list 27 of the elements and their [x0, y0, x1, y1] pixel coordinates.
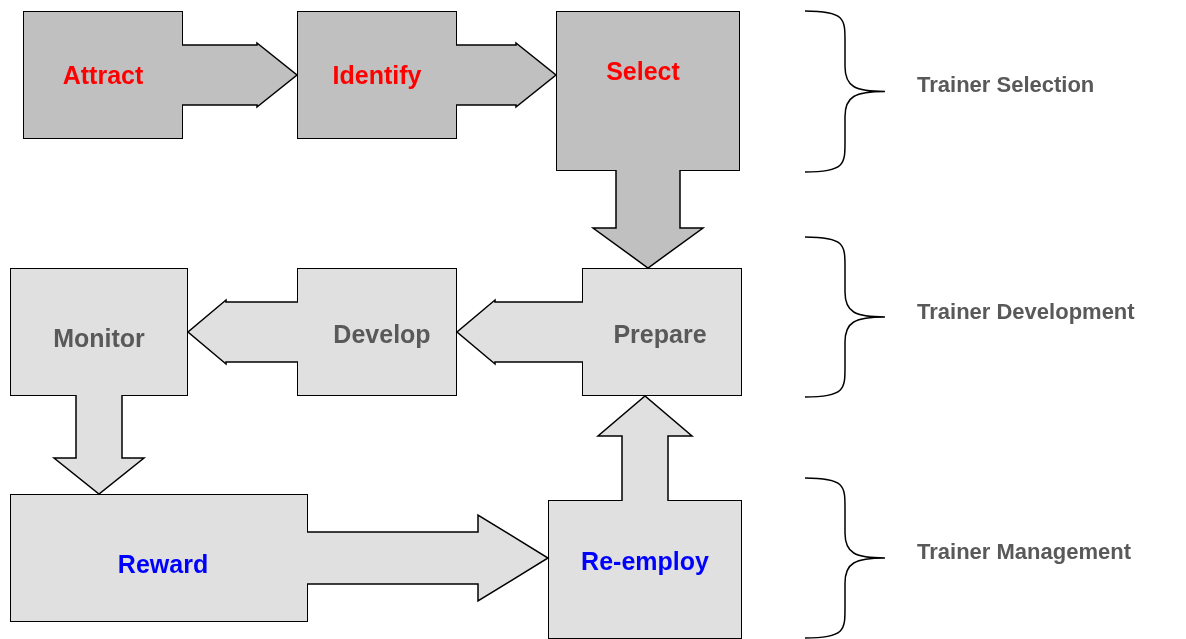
box-label: Identify — [332, 60, 422, 90]
process-box — [297, 268, 457, 396]
block-arrow — [306, 513, 550, 603]
block-arrow — [590, 169, 706, 269]
block-arrow — [181, 41, 299, 109]
group-label: Trainer Selection — [917, 72, 1095, 98]
box-label: Re-employ — [581, 547, 709, 576]
block-arrow — [186, 298, 299, 366]
box-label: Monitor — [53, 323, 145, 353]
block-arrow — [595, 395, 695, 502]
box-label: Select — [606, 56, 680, 86]
block-arrow — [455, 41, 558, 109]
process-box — [582, 268, 742, 396]
block-arrow — [51, 394, 147, 495]
group-label: Trainer Management — [917, 539, 1131, 565]
box-label: Reward — [117, 549, 209, 579]
process-box — [23, 11, 183, 139]
process-box — [10, 268, 188, 396]
group-label: Trainer Development — [917, 299, 1135, 325]
process-box — [10, 494, 308, 622]
process-box — [548, 500, 742, 639]
box-label: Prepare — [613, 319, 707, 349]
box-label: Attract — [62, 60, 144, 90]
process-box — [297, 11, 457, 139]
block-arrow — [455, 298, 584, 366]
box-label: Develop — [333, 319, 431, 349]
process-box — [556, 11, 740, 171]
